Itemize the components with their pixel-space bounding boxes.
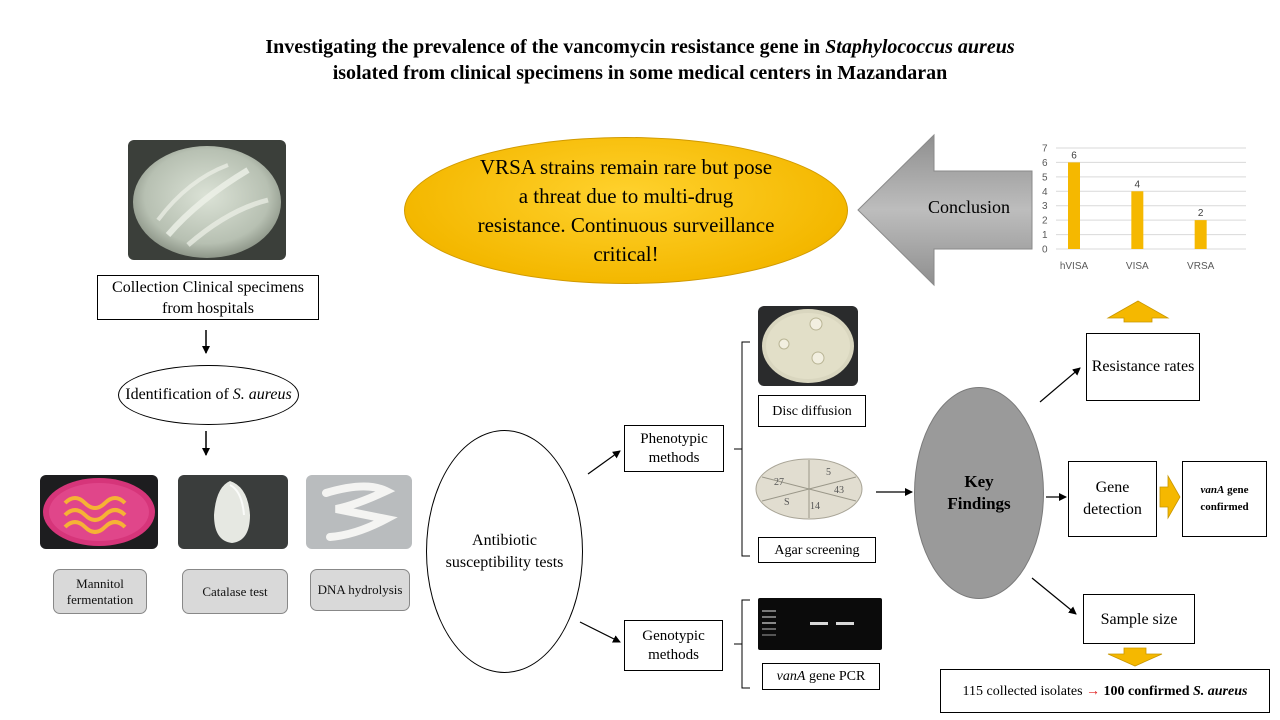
key-findings-oval: Key Findings [914,387,1044,599]
bracket-genotypic [734,599,750,689]
chart-bars [1068,162,1207,249]
mannitol-plate-image [40,475,158,549]
category-label-VRSA: VRSA [1187,261,1215,272]
genotypic-box: Genotypic methods [624,620,723,671]
conclusion-arrow: Conclusion [856,133,1034,287]
page-subtitle: isolated from clinical specimens in some… [332,62,948,84]
sample-size-box: Sample size [1083,594,1195,644]
isolates-box: 115 collected isolates → 100 confirmed S… [940,669,1270,713]
y-tick-label: 0 [1042,245,1048,256]
title-prefix: Investigating the prevalence of the vanc… [265,36,826,58]
yellow-down-arrow [1107,647,1163,667]
y-tick-label: 2 [1042,216,1048,227]
culture-plate-image [128,140,286,260]
y-tick-label: 7 [1042,144,1048,155]
catalase-image [178,475,288,549]
bar-VRSA [1194,220,1207,249]
data-label-hVISA: 6 [1071,150,1077,161]
bar-VISA [1131,191,1144,249]
data-label-VRSA: 2 [1198,208,1204,219]
identification-oval: Identification of S. aureus [118,365,299,425]
conclusion-bubble: VRSA strains remain rare but pose a thre… [404,137,848,284]
identification-species: S. aureus [232,386,292,403]
plate-label-0: 27 [774,477,784,488]
plate-label-1: 5 [826,467,831,478]
vana-confirmed-box: vanA gene confirmed [1182,461,1267,537]
yellow-right-arrow [1159,474,1181,520]
vana-confirmed-italic: vanA [1200,484,1225,496]
dna-hydrolysis-label: DNA hydrolysis [310,569,410,611]
chart-grid [1056,147,1246,250]
data-label-VISA: 4 [1135,179,1141,190]
phenotypic-box: Phenotypic methods [624,425,724,472]
vana-pcr-rest: gene PCR [805,669,866,684]
plate-label-2: 43 [834,485,844,496]
plate-label-4: S [784,497,790,508]
plate-label-3: 14 [810,501,820,512]
y-tick-label: 1 [1042,230,1048,241]
agar-screening-box: Agar screening [758,537,876,563]
agar-screening-image: 27 5 43 14 S [754,457,864,520]
y-tick-label: 3 [1042,201,1048,212]
y-tick-label: 6 [1042,158,1048,169]
arrow-to-sample-size [1031,577,1077,615]
bracket-phenotypic [734,341,750,557]
antibiotic-tests-oval: Antibiotic susceptibility tests [426,430,583,673]
resistance-rates-box: Resistance rates [1086,333,1200,401]
vana-confirmed-rest: gene confirmed [1200,484,1249,513]
arrow-to-phenotypic [587,450,621,475]
vana-pcr-box: vanA gene PCR [762,663,880,690]
gene-detection-box: Gene detection [1068,461,1157,537]
arrow-to-resistance [1039,367,1081,403]
collection-box: Collection Clinical specimens from hospi… [97,275,319,320]
isolates-prefix: 115 collected isolates [962,683,1087,699]
gel-pcr-image [758,598,882,650]
y-tick-label: 5 [1042,172,1048,183]
conclusion-arrow-label: Conclusion [927,197,1010,217]
title-species: Staphylococcus aureus [825,36,1015,58]
disc-diffusion-image [758,306,858,386]
category-label-VISA: VISA [1126,261,1149,272]
bar-hVISA [1068,162,1080,249]
mannitol-label: Mannitol fermentation [53,569,147,614]
isolates-bold: 100 confirmed [1100,683,1193,699]
dna-hydrolysis-image [306,475,412,549]
y-tick-label: 4 [1042,187,1048,198]
vana-pcr-italic: vanA [776,669,806,684]
catalase-label: Catalase test [182,569,288,614]
identification-prefix: Identification of [125,386,233,403]
arrow-to-genotypic [579,621,621,643]
isolates-arrow: → [1086,683,1101,699]
yellow-up-arrow [1106,300,1170,323]
disc-diffusion-box: Disc diffusion [758,395,866,427]
category-label-hVISA: hVISA [1060,261,1089,272]
page-title: Investigating the prevalence of the vanc… [0,34,1280,60]
isolates-species: S. aureus [1192,683,1248,699]
